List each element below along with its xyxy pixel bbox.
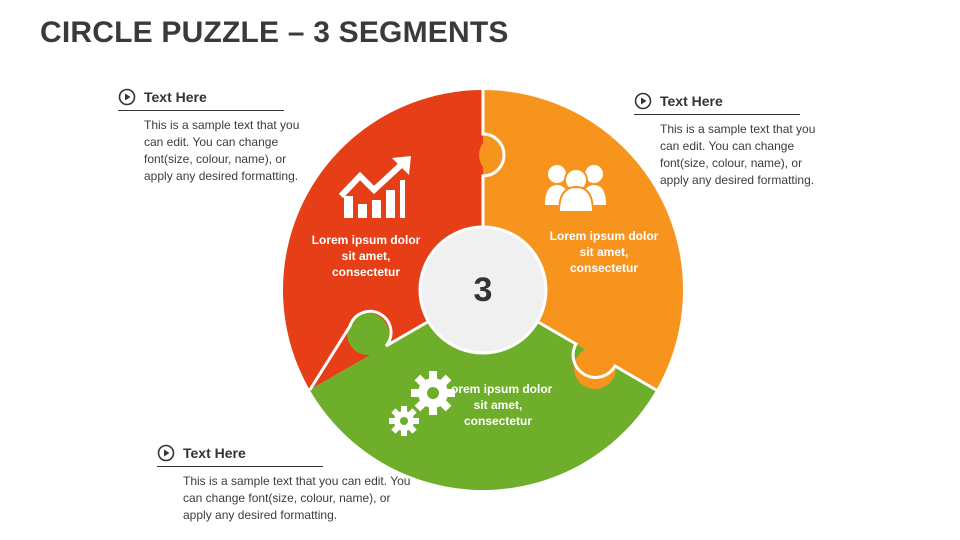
puzzle-knob-3 bbox=[347, 313, 389, 355]
segment-dividers bbox=[308, 90, 657, 392]
center-hub bbox=[418, 225, 548, 355]
play-circle-icon bbox=[157, 444, 175, 462]
callout-3-body: This is a sample text that you can edit.… bbox=[183, 474, 411, 522]
gears-icon bbox=[389, 371, 455, 436]
growth-chart-icon bbox=[338, 156, 411, 218]
callout-3: Text Here This is a sample text that you… bbox=[157, 444, 417, 524]
segment-3-text: Lorem ipsum dolor sit amet, consectetur bbox=[443, 382, 553, 428]
puzzle-knob-1 bbox=[479, 134, 521, 176]
callout-2-header: Text Here bbox=[634, 92, 800, 115]
callout-1-heading: Text Here bbox=[144, 89, 207, 105]
callout-1-body: This is a sample text that you can edit.… bbox=[144, 118, 300, 183]
callout-2-body: This is a sample text that you can edit.… bbox=[660, 122, 816, 187]
center-number: 3 bbox=[473, 270, 493, 309]
callout-3-heading: Text Here bbox=[183, 445, 246, 461]
team-icon bbox=[545, 165, 606, 213]
play-circle-icon bbox=[118, 88, 136, 106]
callout-2: Text Here This is a sample text that you… bbox=[634, 92, 829, 189]
segment-2-text: Lorem ipsum dolor sit amet, consectetur bbox=[549, 229, 659, 275]
play-circle-icon bbox=[634, 92, 652, 110]
page-title: CIRCLE PUZZLE – 3 SEGMENTS bbox=[40, 16, 509, 49]
segment-1-text: Lorem ipsum dolor sit amet, consectetur bbox=[311, 233, 421, 279]
callout-1-header: Text Here bbox=[118, 88, 284, 111]
callout-1: Text Here This is a sample text that you… bbox=[118, 88, 313, 185]
segment-3 bbox=[309, 290, 657, 490]
callout-3-header: Text Here bbox=[157, 444, 323, 467]
puzzle-knob-2 bbox=[574, 347, 616, 389]
callout-2-heading: Text Here bbox=[660, 93, 723, 109]
